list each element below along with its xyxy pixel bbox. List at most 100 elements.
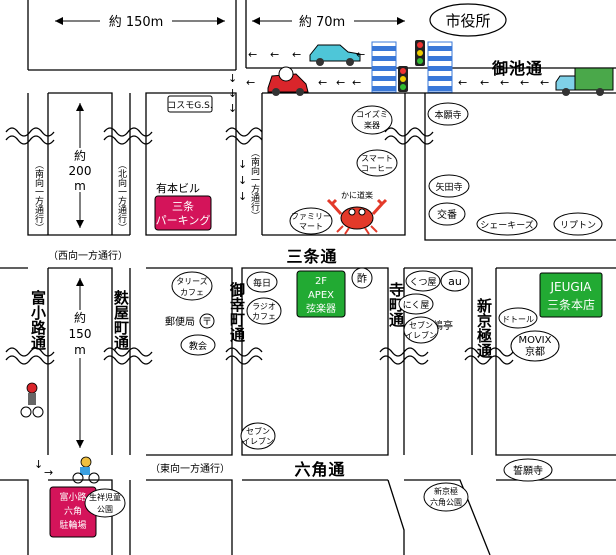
svg-text:→: → [44, 466, 53, 479]
svg-text:弦楽器: 弦楽器 [306, 302, 336, 315]
svg-text:新京極通: 新京極通 [475, 297, 493, 358]
road-tominokoji: 富小路通 [29, 289, 47, 350]
crosswalk-left [371, 41, 397, 93]
svg-text:マート: マート [299, 222, 323, 231]
svg-text:楽器: 楽器 [364, 120, 380, 130]
landmark-apex[interactable]: 2F APEX 弦楽器 [296, 270, 346, 318]
landmark-tominokoji-parking[interactable]: 富小路 六角 駐輪場 [49, 486, 97, 538]
road-sanjo: 三条通 [286, 247, 337, 266]
svg-text:新京極: 新京極 [434, 486, 458, 496]
svg-text:駐輪場: 駐輪場 [59, 519, 86, 531]
svg-text:御池通: 御池通 [491, 59, 543, 78]
svg-text:麩屋町通: 麩屋町通 [112, 289, 130, 350]
svg-text:生祥児童: 生祥児童 [89, 492, 121, 502]
road-shinkyogoku: 新京極通 [475, 297, 493, 358]
bottom-arrows: → [44, 466, 53, 479]
distance-label-70m: 約 70m [299, 15, 345, 30]
svg-text:200: 200 [69, 164, 92, 178]
svg-text:APEX: APEX [308, 290, 334, 301]
svg-text:ラジオ: ラジオ [252, 302, 276, 311]
svg-text:↓: ↓ [238, 174, 247, 187]
landmark-shinkyogoku-park[interactable]: 新京極 六角公園 [423, 482, 469, 512]
distance-label-150m: 約 150m [109, 15, 164, 30]
svg-text:カフェ: カフェ [180, 288, 204, 297]
svg-text:ドトール: ドトール [502, 315, 534, 324]
landmark-tullys[interactable]: タリーズ カフェ [171, 271, 213, 301]
landmark-doutor[interactable]: ドトール [498, 307, 538, 329]
landmark-smart-coffee[interactable]: スマート コーヒー [356, 149, 398, 177]
svg-text:セブン: セブン [246, 426, 270, 436]
svg-text:コイズミ: コイズミ [356, 109, 388, 119]
landmark-koban[interactable]: 交番 [428, 202, 466, 226]
road-gokomachi: 御幸町通 [228, 281, 246, 342]
landmark-kutsuya[interactable]: くつ屋 [405, 270, 441, 292]
svg-text:←: ← [246, 76, 255, 89]
svg-text:御幸町通: 御幸町通 [228, 281, 246, 342]
svg-text:（東向一方通行）: （東向一方通行） [150, 462, 230, 475]
svg-text:有本ビル: 有本ビル [156, 181, 200, 195]
svg-text:←: ← [520, 76, 529, 89]
landmark-lipton[interactable]: リプトン [553, 212, 603, 236]
svg-text:三条本店: 三条本店 [547, 298, 595, 312]
svg-text:スマート: スマート [361, 154, 393, 163]
landmark-honganji[interactable]: 本願寺 [427, 102, 469, 126]
svg-text:三条通: 三条通 [286, 247, 337, 266]
svg-text:au: au [448, 275, 462, 288]
svg-text:←: ← [318, 76, 327, 89]
svg-text:（西向一方通行）: （西向一方通行） [48, 249, 128, 262]
cyclist-icon [72, 456, 100, 484]
landmark-yatadera[interactable]: 矢田寺 [428, 174, 470, 198]
landmark-jeugia[interactable]: JEUGIA 三条本店 [539, 272, 603, 318]
landmark-mainichi[interactable]: 毎日 [246, 271, 278, 293]
svg-text:〒: 〒 [202, 317, 212, 328]
svg-text:←: ← [248, 48, 257, 61]
svg-text:2F: 2F [315, 276, 327, 287]
landmark-seven-eleven-1[interactable]: セブン イレブン [403, 316, 439, 344]
landmark-radio-cafe[interactable]: ラジオ カフェ [246, 297, 282, 325]
landmark-cosmo-gs[interactable]: コスモG.S. [167, 95, 213, 113]
landmark-seven-eleven-2[interactable]: セブン イレブン [240, 422, 276, 450]
crab-icon [326, 198, 388, 235]
distance-left-150m: 約 150 m [66, 278, 94, 448]
svg-text:ファミリー: ファミリー [291, 212, 331, 221]
landmark-arimoto-bldg: 有本ビル [156, 181, 200, 195]
landmark-kani[interactable]: かに道楽 [341, 190, 373, 200]
svg-text:カフェ: カフェ [252, 312, 276, 321]
svg-text:MOVIX: MOVIX [519, 335, 552, 346]
svg-text:←: ← [500, 76, 509, 89]
landmark-seiganji[interactable]: 誓願寺 [503, 458, 553, 482]
svg-text:←: ← [480, 76, 489, 89]
svg-text:←: ← [352, 76, 361, 89]
landmark-koizumi[interactable]: コイズミ 楽器 [351, 105, 393, 135]
svg-text:約: 約 [74, 310, 86, 325]
landmark-nikuya[interactable]: にく屋 [398, 293, 434, 315]
distance-top-left: 約 150m [55, 12, 225, 30]
svg-text:←: ← [458, 76, 467, 89]
landmark-seisho-park[interactable]: 生祥児童 公園 [84, 488, 126, 518]
svg-text:パーキング: パーキング [156, 213, 211, 227]
svg-text:公園: 公園 [97, 505, 113, 514]
landmark-church[interactable]: 教会 [180, 334, 216, 356]
svg-text:m: m [74, 179, 86, 193]
landmark-shakeys[interactable]: シェーキーズ [476, 212, 538, 236]
svg-text:毎日: 毎日 [253, 277, 271, 289]
landmark-sanjo-parking[interactable]: 三条 パーキング [154, 195, 212, 231]
svg-text:イレブン: イレブン [405, 330, 437, 340]
oike-direction-arrows: ← ← ← ← ← ← ← ← ← ← ← ← ← [246, 48, 549, 89]
landmark-au[interactable]: au [440, 270, 470, 292]
svg-text:150: 150 [69, 327, 92, 341]
svg-text:↓: ↓ [228, 72, 237, 85]
svg-text:富小路: 富小路 [59, 491, 86, 503]
svg-text:↓: ↓ [228, 87, 237, 100]
svg-text:←: ← [336, 76, 345, 89]
landmark-family-mart[interactable]: ファミリー マート [289, 207, 333, 235]
distance-top-right: 約 70m [252, 12, 405, 30]
cyclist-icon [20, 382, 44, 418]
landmark-su[interactable]: 酢 [351, 267, 373, 289]
landmark-movix[interactable]: MOVIX 京都 [510, 330, 560, 362]
svg-text:市役所: 市役所 [445, 12, 490, 30]
road-fuyacho: 麩屋町通 [112, 289, 130, 350]
oneway-south-1: （南向一方通行） [33, 160, 44, 232]
